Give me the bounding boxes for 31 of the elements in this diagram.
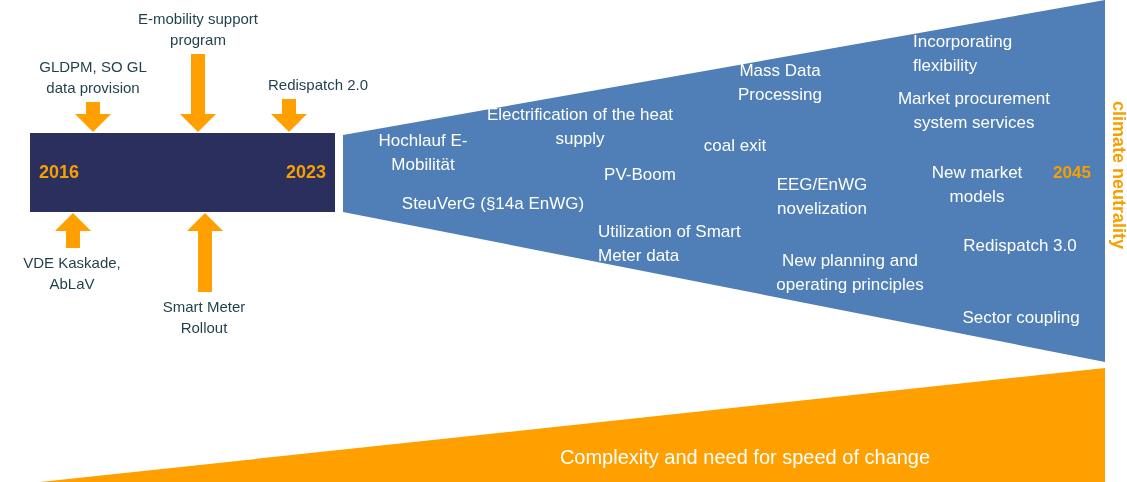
year-label: 2045 [1052, 163, 1092, 183]
trend-label: Incorporating flexibility [913, 31, 1014, 77]
funnel-shape [343, 0, 1105, 362]
trend-label: New planning and operating principles [775, 250, 925, 296]
wedge-label: Complexity and need for speed of change [558, 445, 932, 470]
trend-label: coal exit [702, 135, 768, 157]
trend-label: Redispatch 3.0 [962, 235, 1078, 257]
trend-label: Hochlauf E-Mobilität [377, 130, 469, 176]
trend-label: PV-Boom [603, 164, 677, 186]
arrow [180, 54, 216, 132]
milestone-label: E-mobility support program [118, 8, 278, 50]
trend-label: Sector coupling [961, 307, 1081, 329]
milestone-label: Smart Meter Rollout [144, 296, 264, 338]
trend-label: Mass Data Processing [736, 60, 824, 106]
year-label: 2016 [39, 161, 80, 184]
milestone-label: GLDPM, SO GL data provision [23, 56, 163, 98]
trend-label: Electrification of the heat supply [485, 104, 675, 150]
trend-label: Utilization of Smart Meter data [598, 221, 742, 267]
trend-label: SteuVerG (§14a EnWG) [400, 193, 586, 215]
trend-label: Market procurement system services [896, 88, 1052, 134]
milestone-label: VDE Kaskade, AbLaV [12, 252, 132, 294]
arrow [55, 213, 91, 248]
trend-label: EEG/EnWG novelization [775, 174, 869, 220]
arrow [75, 102, 111, 132]
vertical-label: climate neutrality [1107, 100, 1127, 250]
timeline-bar [30, 133, 335, 212]
trend-label: New market models [930, 162, 1024, 208]
milestone-label: Redispatch 2.0 [268, 74, 369, 95]
arrow [271, 99, 307, 132]
arrow [187, 213, 223, 292]
year-label: 2023 [285, 161, 326, 184]
